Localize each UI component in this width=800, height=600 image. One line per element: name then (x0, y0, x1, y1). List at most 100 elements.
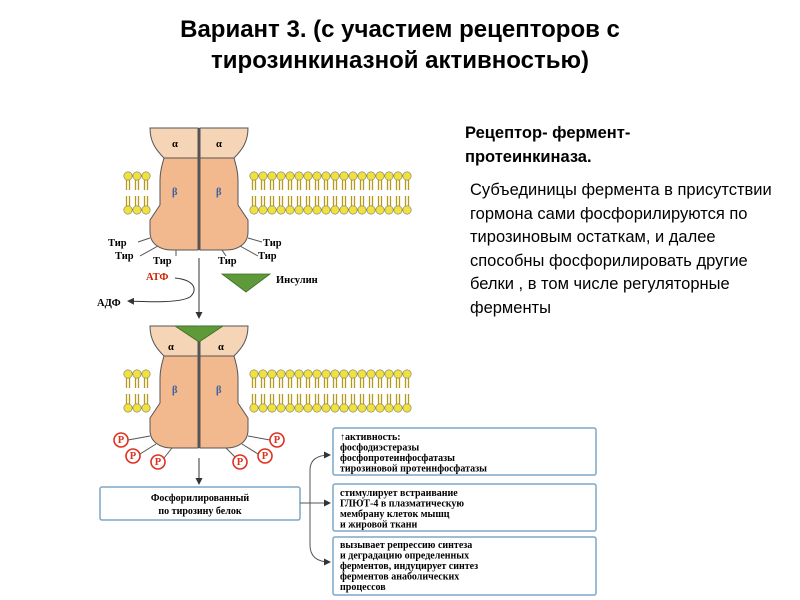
lipid-molecule (123, 195, 133, 215)
lipid-molecule (258, 369, 268, 389)
lipid-molecule (267, 393, 277, 413)
phosphate-label: P (118, 435, 125, 446)
lipid-molecule (303, 195, 313, 215)
lipid-molecule (141, 171, 151, 191)
lipid-molecule (339, 369, 349, 389)
effect-text-line: и жировой ткани (340, 520, 417, 531)
phosphate-label: P (130, 451, 137, 462)
insulin-shape (220, 273, 272, 293)
lipid-molecule (366, 369, 376, 389)
phosphate-label: P (237, 457, 244, 468)
lipid-molecule (303, 171, 313, 191)
alpha-label: α (168, 342, 174, 353)
lipid-molecule (258, 171, 268, 191)
lipid-molecule (303, 393, 313, 413)
effect-text-line: ферментов, индуцирует синтез (340, 561, 478, 572)
slide-title-line2: тирозинкиназной активностью) (211, 47, 589, 74)
lipid-molecule (294, 369, 304, 389)
description-heading-line1: Рецептор- фермент- (465, 124, 631, 142)
phosphate-label: P (155, 457, 162, 468)
lipid-molecule (258, 393, 268, 413)
lipid-molecule (384, 369, 394, 389)
lipid-molecule (123, 393, 133, 413)
lipid-molecule (348, 393, 358, 413)
effect-text-line: ферментов анаболических (340, 572, 459, 583)
lipid-molecule (357, 393, 367, 413)
lipid-molecule (366, 171, 376, 191)
lipid-molecule (123, 369, 133, 389)
effect-text-line: ГЛЮТ-4 в плазматическую (340, 499, 464, 510)
lipid-molecule (375, 393, 385, 413)
lipid-molecule (321, 195, 331, 215)
description-body: Субъединицы фермента в присутствии гормо… (470, 181, 772, 317)
tyr-label: Тир (115, 251, 134, 262)
insulin-label: Инсулин (276, 275, 318, 286)
lipid-molecule (339, 195, 349, 215)
lipid-molecule (384, 195, 394, 215)
lipid-molecule (267, 195, 277, 215)
lipid-molecule (141, 195, 151, 215)
phosphate-connectors (127, 435, 271, 459)
lipid-molecule (132, 171, 142, 191)
effect-text-line: процессов (340, 582, 386, 593)
alpha-label: α (172, 139, 178, 150)
lipid-molecule (330, 369, 340, 389)
lipid-molecule (375, 171, 385, 191)
alpha-label: α (216, 139, 222, 150)
lipid-molecule (276, 171, 286, 191)
lipid-molecule (132, 369, 142, 389)
lipid-molecule (393, 369, 403, 389)
tyr-label: Тир (218, 256, 237, 267)
lipid-molecule (249, 195, 259, 215)
tyr-label: Тир (108, 238, 127, 249)
lipid-molecule (249, 369, 259, 389)
beta-label: β (216, 187, 222, 198)
lipid-molecule (312, 369, 322, 389)
lipid-molecule (267, 171, 277, 191)
lipid-molecule (285, 171, 295, 191)
lipid-molecule (402, 171, 412, 191)
slide-title: Вариант 3. (с участием рецепторов с тиро… (40, 14, 760, 76)
beta-label: β (172, 187, 178, 198)
lipid-molecule (366, 393, 376, 413)
beta-subunit-left (149, 157, 199, 251)
adp-label: АДФ (97, 298, 121, 309)
effect-text-line: и деградацию определенных (340, 551, 469, 562)
lipid-molecule (321, 369, 331, 389)
tyr-label: Тир (263, 238, 282, 249)
lipid-molecule (357, 369, 367, 389)
phosphorylated-protein-line2: по тирозину белок (158, 506, 241, 517)
phosphate-label: P (274, 435, 281, 446)
effect-box-activity (332, 427, 597, 476)
lipid-molecule (312, 171, 322, 191)
effect-text-line: стимулирует встраивание (340, 488, 458, 499)
lipid-molecule (402, 195, 412, 215)
effect-text-line: тирозиновой протеинфосфатазы (340, 464, 487, 475)
tyr-label: Тир (153, 256, 172, 267)
receptor-top: α α β β (149, 127, 249, 251)
lipid-molecule (249, 393, 259, 413)
alpha-subunit-right (199, 127, 249, 159)
alpha-label: α (218, 342, 224, 353)
lipid-molecule (375, 195, 385, 215)
beta-label: β (216, 385, 222, 396)
lipid-molecule (375, 369, 385, 389)
beta-subunit-right (199, 157, 249, 251)
phosphate-label: P (262, 451, 269, 462)
lipid-molecule (402, 369, 412, 389)
lipid-molecule (330, 393, 340, 413)
lipid-molecule (276, 195, 286, 215)
effect-box-activity-text: ↑активность:фосфодиэстеразыфосфопротеинф… (340, 432, 487, 475)
atp-label: АТФ (146, 272, 168, 283)
effect-connectors (300, 451, 331, 566)
lipid-molecule (330, 171, 340, 191)
lipid-molecule (393, 393, 403, 413)
effect-text-line: мембрану клеток мышц (340, 509, 450, 520)
effect-text-line: фосфодиэстеразы (340, 443, 419, 454)
lipid-molecule (357, 171, 367, 191)
effect-text-line: вызывает репрессию синтеза (340, 540, 472, 551)
lipid-molecule (285, 195, 295, 215)
tyr-label: Тир (258, 251, 277, 262)
lipid-molecule (348, 171, 358, 191)
